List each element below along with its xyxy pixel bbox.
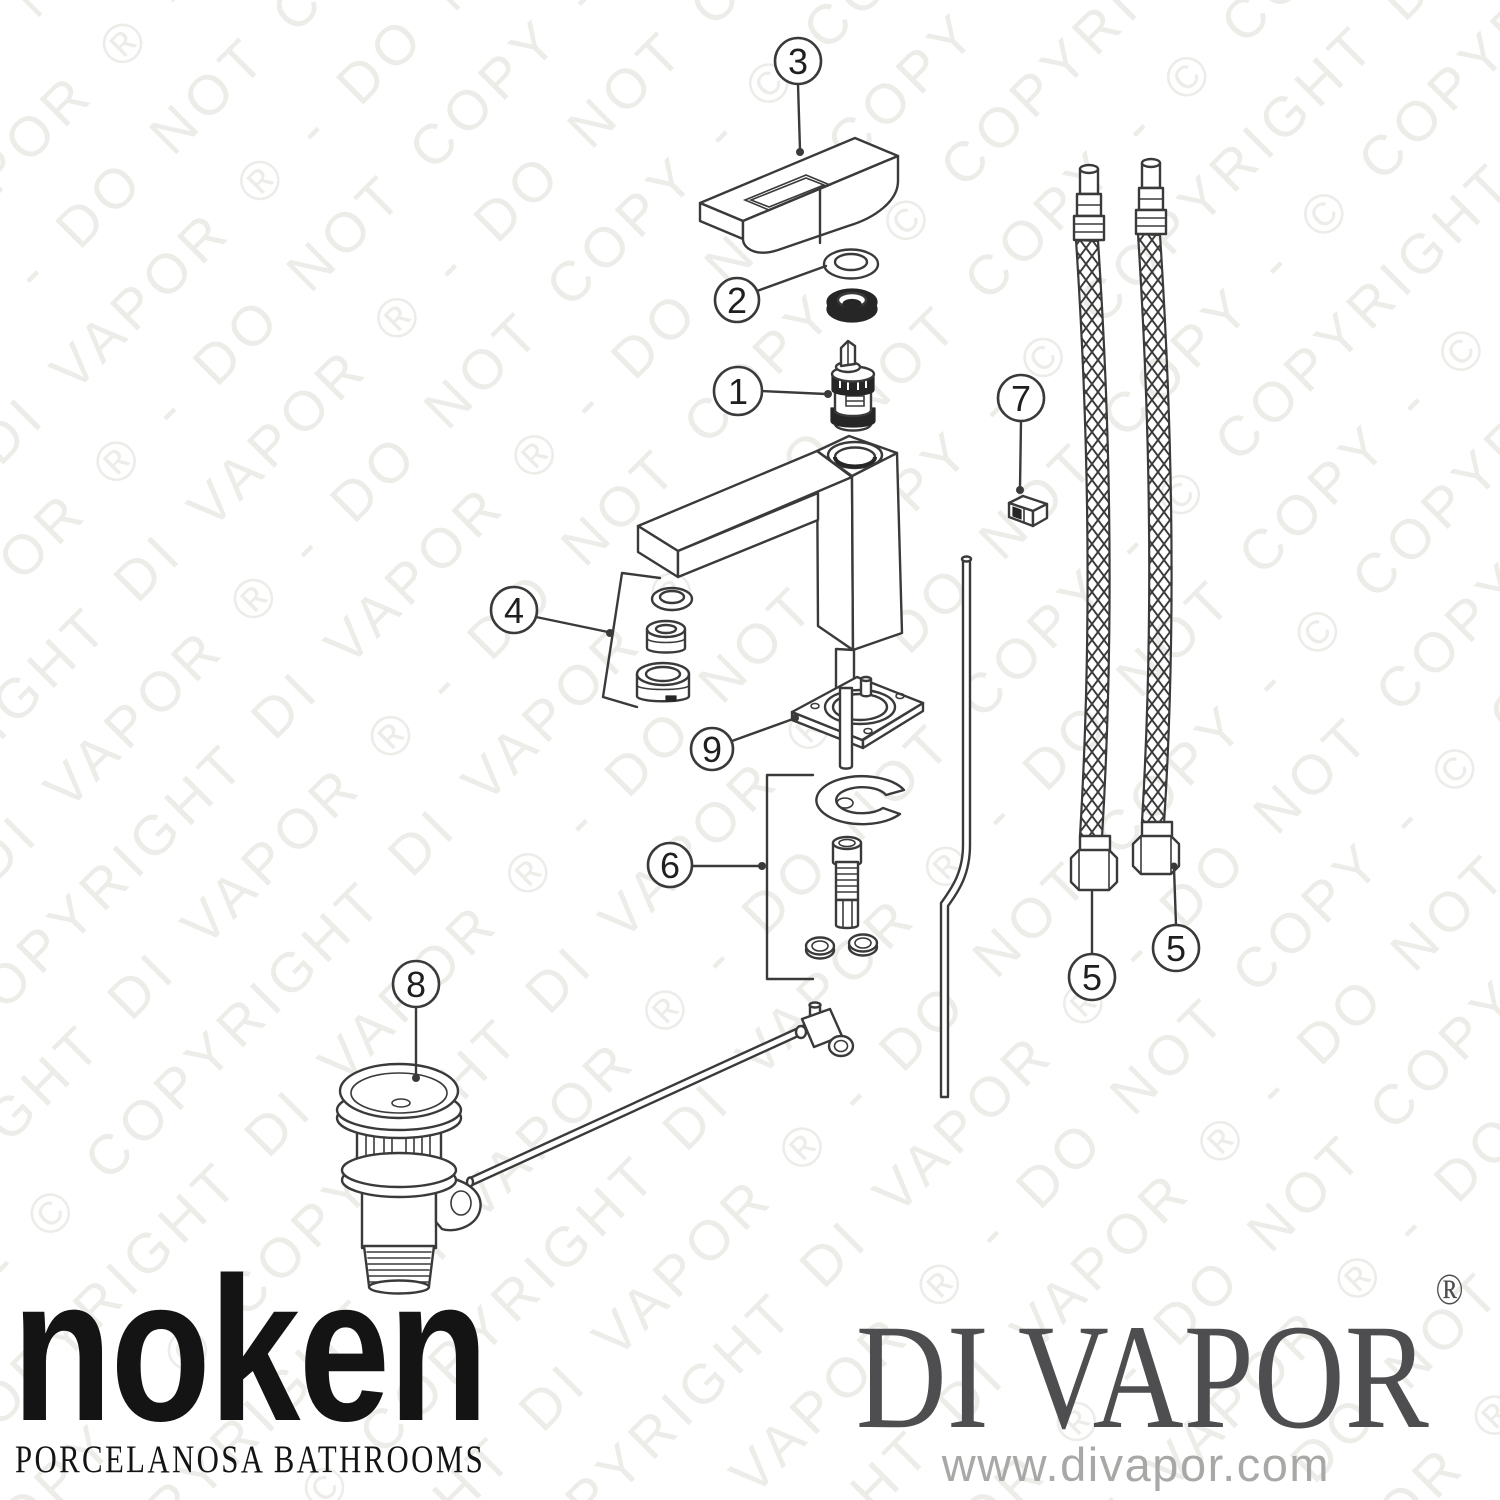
divapor-logo: DI VAPOR® [856, 1268, 1464, 1453]
noken-logo: noken [12, 1235, 489, 1464]
base-plate [790, 675, 925, 770]
callout-7: 7 [996, 373, 1046, 423]
spout-o-ring [822, 248, 880, 280]
seal-rings-group [635, 586, 694, 703]
waste-lever-rod [465, 1022, 809, 1188]
rod-clamp [794, 1001, 855, 1058]
callout-9-number: 9 [702, 729, 722, 770]
horseshoe-washer [815, 775, 906, 826]
callout-1-number: 1 [728, 371, 748, 412]
leader-lines [412, 82, 1178, 1082]
callout-5-left: 5 [1067, 952, 1117, 1002]
divapor-brand-text: DI VAPOR [856, 1294, 1430, 1460]
callout-5-right: 5 [1151, 923, 1201, 973]
fixing-nuts [804, 933, 879, 960]
registered-trademark-icon: ® [1435, 1265, 1464, 1314]
callout-5-right-number: 5 [1166, 928, 1186, 969]
allen-key-block [1007, 494, 1049, 528]
callout-1: 1 [712, 365, 764, 417]
divapor-url: www.divapor.com [941, 1438, 1330, 1491]
gasket-ring [826, 288, 878, 323]
cartridge [830, 339, 876, 432]
flexible-hose-left [1069, 163, 1119, 892]
pop-up-rod [939, 555, 973, 1099]
spout-handle-block [698, 136, 900, 254]
callout-9: 9 [689, 726, 735, 772]
callout-3-number: 3 [788, 41, 808, 82]
fixing-stud [831, 835, 863, 930]
callout-2: 2 [713, 276, 761, 324]
pop-up-waste [335, 1062, 482, 1295]
callout-4-number: 4 [504, 590, 524, 631]
callout-2-number: 2 [727, 280, 747, 321]
callout-8: 8 [391, 959, 441, 1009]
callout-8-number: 8 [406, 964, 426, 1005]
callout-3: 3 [773, 36, 823, 86]
callout-4: 4 [489, 585, 539, 635]
callout-6-number: 6 [660, 845, 680, 886]
flexible-hose-right [1131, 157, 1181, 876]
faucet-body [636, 434, 904, 725]
callout-5-left-number: 5 [1082, 957, 1102, 998]
callout-6: 6 [646, 841, 694, 889]
callout-7-number: 7 [1011, 378, 1031, 419]
bracket-part6 [765, 773, 815, 981]
noken-tagline: PORCELANOSA BATHROOMS [15, 1438, 486, 1481]
